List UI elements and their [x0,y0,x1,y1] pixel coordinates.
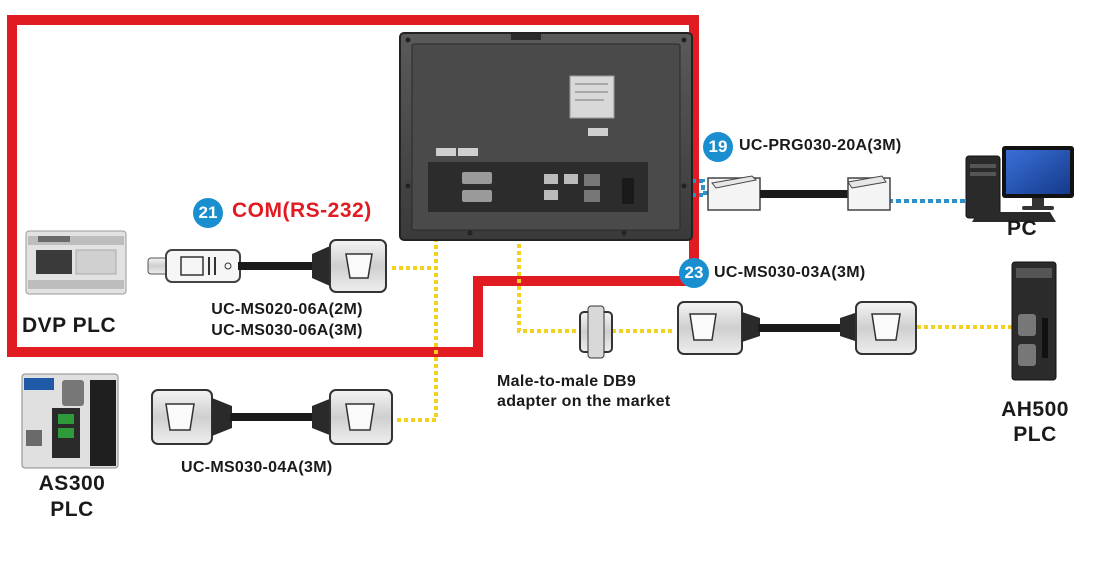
pc-icon [965,146,1074,222]
com-port-label: COM(RS-232) [232,199,372,222]
ah500-plc-icon [1011,261,1057,381]
as300-plc-icon [21,373,119,469]
highlight-frame [7,15,699,357]
dvp-cable-label-2: UC-MS030-06A(3M) [211,322,363,339]
db9-cable-as300 [151,389,393,445]
dvp-plc-icon [25,230,127,295]
com-port-badge: 21 [193,198,223,228]
dvp-cable-label-1: UC-MS020-06A(2M) [211,301,363,318]
db9-cable-ah500 [677,301,917,355]
adapter-label-1: Male-to-male DB9 [497,373,637,390]
ethernet-badge: 19 [703,132,733,162]
dvp-plc-label: DVP PLC [22,314,117,337]
db9-adapter-icon [579,305,613,359]
ah500-label-1: AH500 [1001,398,1069,421]
pc-label: PC [1007,217,1038,240]
ah500-label-2: PLC [1013,423,1057,446]
adapter-label-2: adapter on the market [497,393,671,410]
ethernet-cable-label: UC-PRG030-20A(3M) [739,137,902,154]
ethernet-cable [707,175,891,211]
as300-cable-label: UC-MS030-04A(3M) [181,459,333,476]
usb-cable-dvp [147,239,387,293]
ah500-badge: 23 [679,258,709,288]
ah500-cable-label: UC-MS030-03A(3M) [714,264,866,281]
hmi-rear-panel-icon [399,32,693,241]
as300-label-1: AS300 [38,472,106,495]
as300-label-2: PLC [50,498,94,521]
